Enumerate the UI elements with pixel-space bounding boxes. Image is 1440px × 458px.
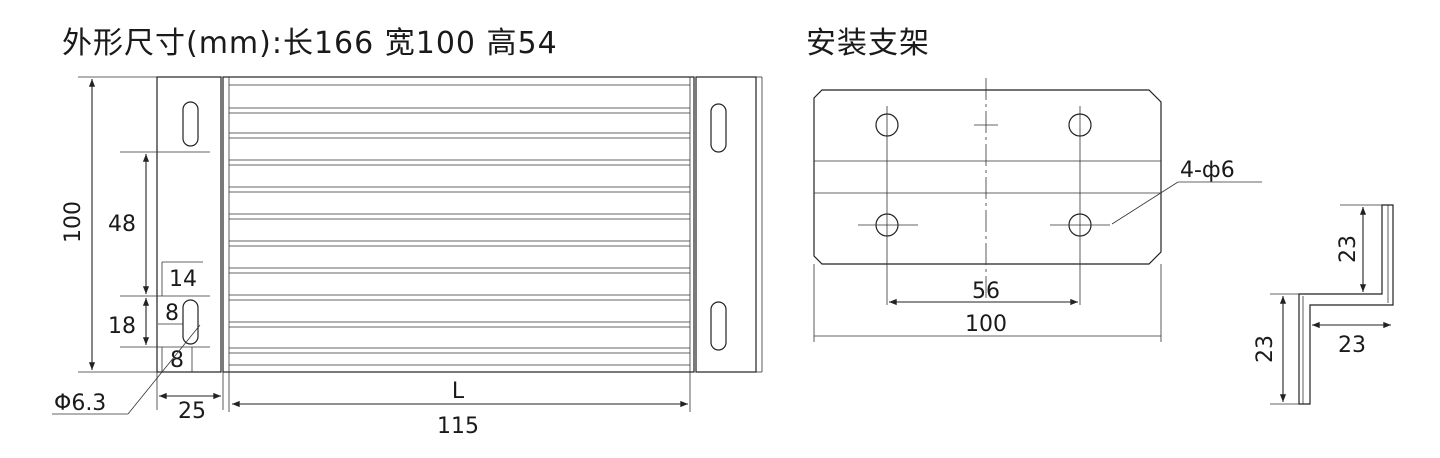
dim-100-label: 100: [61, 201, 86, 243]
cooling-fins: [229, 84, 690, 366]
dim-L-label: L: [452, 379, 465, 404]
bracket-side-view: [1270, 204, 1394, 405]
dim-25-label: 25: [178, 399, 206, 424]
right-flange: [695, 76, 757, 373]
dim-8-lower-label: 8: [170, 348, 184, 373]
dim-23-mid-label: 23: [1338, 333, 1366, 358]
left-top-slot: [182, 101, 199, 147]
dim-48-label: 48: [108, 212, 136, 237]
dim-8-upper-label: 8: [165, 301, 179, 326]
holes-label: 4-ф6: [1180, 158, 1235, 183]
resistor-front-view: [156, 76, 763, 373]
bracket-side-dimensions: 23 23 23: [1253, 207, 1391, 402]
left-dimensions: 100 48 14 18 8 8 Φ6.3 25 L 115: [52, 76, 691, 439]
right-top-slot: [710, 103, 727, 153]
dimensions-title: 外形尺寸(mm):长166 宽100 高54: [62, 26, 558, 61]
bracket-profile: [1298, 204, 1394, 405]
left-bottom-slot: [182, 299, 199, 345]
dim-56-label: 56: [972, 279, 1000, 304]
bracket-top-view: [813, 78, 1162, 305]
dim-14-label: 14: [169, 267, 197, 292]
bracket-outline: [813, 89, 1162, 265]
bracket-title: 安装支架: [806, 26, 930, 61]
finned-body: [222, 76, 695, 373]
right-bottom-slot: [710, 301, 727, 351]
dim-phi-label: Φ6.3: [54, 391, 106, 416]
dim-23-bottom-label: 23: [1253, 335, 1278, 363]
dim-18-label: 18: [108, 314, 136, 339]
left-flange: [156, 76, 222, 373]
dim-100-bracket-label: 100: [965, 312, 1007, 337]
dim-115-label: 115: [437, 414, 479, 439]
bracket-dimensions: 4-ф6 56 100: [813, 158, 1262, 342]
dim-23-top-label: 23: [1336, 235, 1361, 263]
